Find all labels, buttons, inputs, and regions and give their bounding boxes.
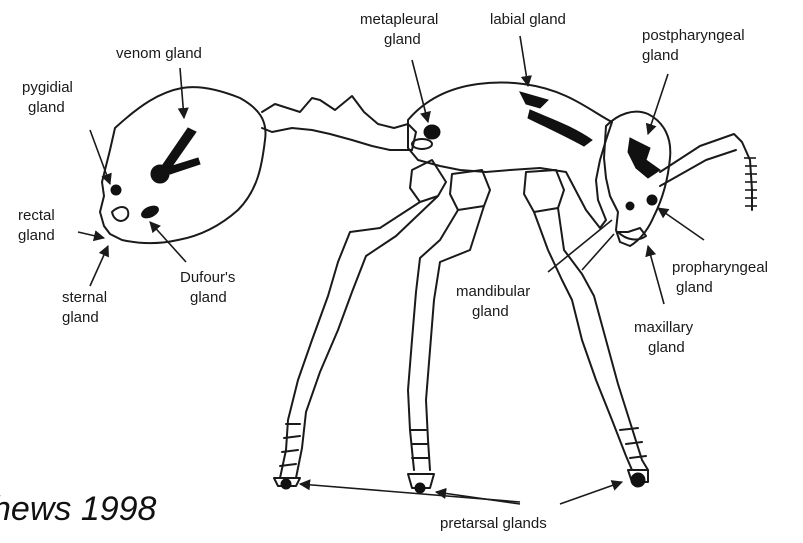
label-propharyngeal-gland-l1: propharyngeal — [672, 259, 768, 276]
label-propharyngeal-gland-l2: gland — [676, 279, 713, 296]
label-mandibular-gland-l2: gland — [472, 303, 509, 320]
mandible — [618, 228, 646, 239]
antenna-segments — [744, 158, 757, 206]
dufour-gland-shape — [140, 204, 161, 221]
label-metapleural-gland-l2: gland — [384, 31, 421, 48]
label-maxillary-gland-l2: gland — [648, 339, 685, 356]
middle-leg — [408, 170, 490, 470]
label-postpharyngeal-gland-l2: gland — [642, 47, 679, 64]
propharyngeal-gland-shape — [626, 195, 657, 210]
figure-credit: hews 1998 — [0, 490, 156, 529]
label-pygidial-gland-l1: pygidial — [22, 79, 73, 96]
label-metapleural-gland-l1: metapleural — [360, 11, 438, 28]
label-pygidial-gland-l2: gland — [28, 99, 65, 116]
label-mandibular-gland-l1: mandibular — [456, 283, 530, 300]
label-dufour-gland-l1: Dufour's — [180, 269, 235, 286]
rectal-gland-shape — [112, 207, 128, 221]
petiole-outline — [262, 96, 416, 150]
label-labial-gland: labial gland — [490, 11, 566, 28]
label-pretarsal-glands: pretarsal glands — [440, 515, 547, 532]
pygidial-gland-shape — [111, 185, 121, 195]
metapleural-gland-shape — [412, 125, 440, 149]
labial-gland-shape — [520, 92, 592, 146]
label-venom-gland: venom gland — [116, 45, 202, 62]
leader-lines — [78, 36, 704, 504]
label-rectal-gland-l1: rectal — [18, 207, 55, 224]
label-postpharyngeal-gland-l1: postpharyngeal — [642, 27, 745, 44]
pretarsal-claws — [281, 473, 645, 493]
mesosoma-outline — [408, 83, 612, 229]
label-dufour-gland-l2: gland — [190, 289, 227, 306]
label-sternal-gland-l2: gland — [62, 309, 99, 326]
label-sternal-gland-l1: sternal — [62, 289, 107, 306]
head-outline — [604, 112, 670, 246]
label-maxillary-gland-l1: maxillary — [634, 319, 694, 336]
front-leg — [524, 170, 648, 470]
label-rectal-gland-l2: gland — [18, 227, 55, 244]
postpharyngeal-gland-shape — [628, 138, 660, 178]
antenna — [660, 134, 752, 210]
venom-gland-shape — [151, 128, 200, 183]
